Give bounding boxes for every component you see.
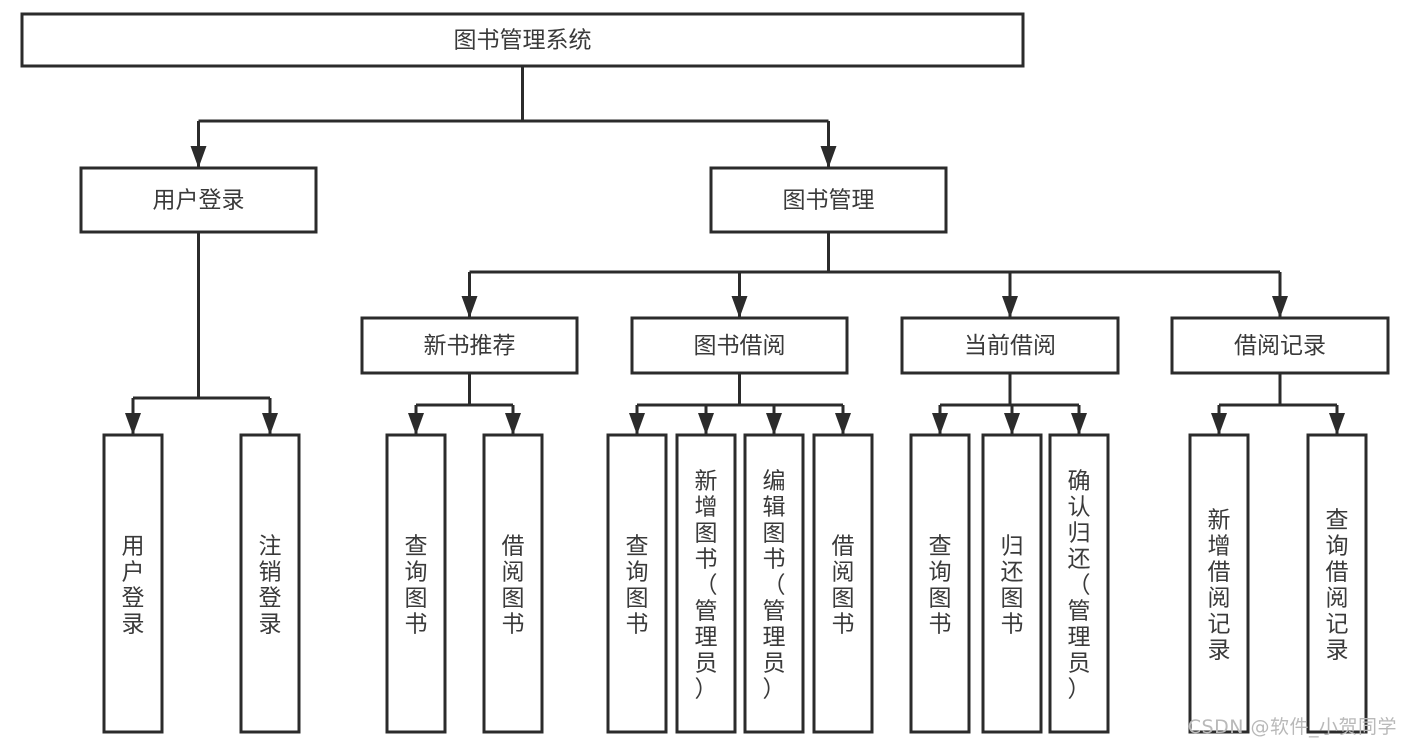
node-用户登录[interactable]: 用户登录 [79,166,318,234]
node-图书借阅[interactable]: 图书借阅 [630,316,849,375]
node-归还图书-box[interactable] [981,433,1043,734]
arrow-head-icon [262,413,278,435]
node-新增图书管理员-label: 新增图书（管理员） [695,468,718,702]
node-借阅记录-label: 借阅记录 [1234,333,1326,359]
node-借阅图书[interactable]: 借阅图书 [482,433,544,734]
arrow-head-icon [1002,296,1018,318]
node-用户登录-label: 用户登录 [153,188,245,214]
node-新增图书管理员-box[interactable] [675,433,737,734]
node-确认归还管理员[interactable]: 确认归还（管理员） [1048,433,1110,734]
arrow-head-icon [820,146,837,168]
node-查询图书-label: 查询图书 [929,533,952,637]
node-查询图书[interactable]: 查询图书 [385,433,447,734]
node-图书管理[interactable]: 图书管理 [709,166,948,234]
node-图书管理系统-box[interactable] [20,12,1025,68]
node-归还图书-label: 归还图书 [1001,533,1024,637]
arrow-head-icon [505,413,521,435]
node-图书管理系统-label: 图书管理系统 [454,28,592,54]
node-图书借阅-box[interactable] [630,316,849,375]
arrow-head-icon [1004,413,1020,435]
node-用户登录-label: 用户登录 [122,533,145,637]
node-借阅图书-label: 借阅图书 [832,533,855,637]
node-图书管理系统[interactable]: 图书管理系统 [20,12,1025,68]
arrow-head-icon [766,413,782,435]
arrow-head-icon [698,413,714,435]
node-图书管理-box[interactable] [709,166,948,234]
arrow-head-icon [1272,296,1288,318]
node-查询借阅记录-label: 查询借阅记录 [1326,507,1349,663]
node-查询图书[interactable]: 查询图书 [909,433,971,734]
node-新书推荐-box[interactable] [360,316,579,375]
node-当前借阅-box[interactable] [900,316,1120,375]
node-新书推荐[interactable]: 新书推荐 [360,316,579,375]
node-借阅记录[interactable]: 借阅记录 [1170,316,1390,375]
node-当前借阅[interactable]: 当前借阅 [900,316,1120,375]
node-注销登录[interactable]: 注销登录 [239,433,301,734]
node-查询图书-box[interactable] [385,433,447,734]
node-确认归还管理员-box[interactable] [1048,433,1110,734]
node-借阅记录-box[interactable] [1170,316,1390,375]
arrow-head-icon [1329,413,1345,435]
node-新书推荐-label: 新书推荐 [424,333,516,359]
node-编辑图书管理员-label: 编辑图书（管理员） [763,468,786,702]
arrow-head-icon [932,413,948,435]
node-借阅图书-box[interactable] [812,433,874,734]
node-新增借阅记录-label: 新增借阅记录 [1208,507,1231,663]
node-用户登录[interactable]: 用户登录 [102,433,164,734]
node-查询图书-label: 查询图书 [405,533,428,637]
node-查询图书[interactable]: 查询图书 [606,433,668,734]
node-注销登录-label: 注销登录 [259,533,282,637]
arrow-head-icon [190,146,207,168]
node-layer: 图书管理系统用户登录图书管理新书推荐图书借阅当前借阅借阅记录用户登录注销登录查询… [20,12,1390,734]
node-注销登录-box[interactable] [239,433,301,734]
arrow-head-icon [125,413,141,435]
node-新增借阅记录-box[interactable] [1188,433,1250,734]
arrow-head-icon [1211,413,1227,435]
node-查询借阅记录[interactable]: 查询借阅记录 [1306,433,1368,734]
node-归还图书[interactable]: 归还图书 [981,433,1043,734]
arrow-head-icon [408,413,424,435]
arrow-head-icon [835,413,851,435]
connector-layer [125,66,1345,435]
arrow-head-icon [1071,413,1087,435]
node-图书借阅-label: 图书借阅 [694,333,786,359]
node-借阅图书[interactable]: 借阅图书 [812,433,874,734]
node-编辑图书管理员-box[interactable] [743,433,805,734]
node-编辑图书管理员[interactable]: 编辑图书（管理员） [743,433,805,734]
node-图书管理-label: 图书管理 [783,188,875,214]
node-新增借阅记录[interactable]: 新增借阅记录 [1188,433,1250,734]
arrow-head-icon [629,413,645,435]
node-新增图书管理员[interactable]: 新增图书（管理员） [675,433,737,734]
arrow-head-icon [731,296,748,318]
node-借阅图书-box[interactable] [482,433,544,734]
node-查询图书-box[interactable] [909,433,971,734]
node-确认归还管理员-label: 确认归还（管理员） [1068,468,1091,702]
node-查询借阅记录-box[interactable] [1306,433,1368,734]
arrow-head-icon [461,296,478,318]
node-用户登录-box[interactable] [79,166,318,234]
node-用户登录-box[interactable] [102,433,164,734]
node-借阅图书-label: 借阅图书 [502,533,525,637]
node-当前借阅-label: 当前借阅 [964,333,1056,359]
node-查询图书-label: 查询图书 [626,533,649,637]
node-查询图书-box[interactable] [606,433,668,734]
